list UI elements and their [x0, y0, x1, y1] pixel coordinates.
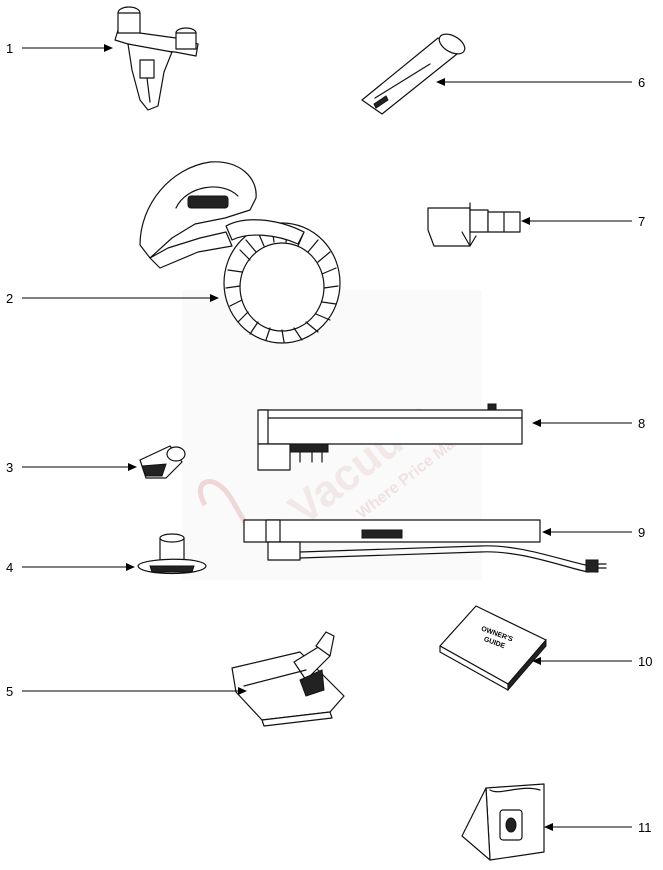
owners-guide-icon: OWNER'S GUIDE	[439, 605, 547, 692]
part-number-6: 6	[638, 75, 645, 90]
hose-with-handle-icon	[139, 161, 341, 344]
floor-nozzle-icon	[231, 631, 345, 727]
part-number-5: 5	[6, 684, 13, 699]
part-number-9: 9	[638, 525, 645, 540]
part-number-2: 2	[6, 291, 13, 306]
upholstery-tool-icon	[137, 533, 207, 575]
dusting-brush-icon	[139, 445, 186, 479]
wand-icon	[257, 403, 523, 471]
part-number-8: 8	[638, 416, 645, 431]
crevice-tool-icon	[361, 33, 466, 115]
electric-wand-icon	[243, 519, 607, 573]
caddy-icon	[114, 6, 199, 111]
part-number-3: 3	[6, 460, 13, 475]
part-number-4: 4	[6, 560, 13, 575]
part-number-11: 11	[638, 820, 652, 835]
dust-bag-icon	[461, 783, 545, 861]
part-number-10: 10	[638, 654, 652, 669]
adapter-icon	[427, 202, 521, 247]
part-number-7: 7	[638, 214, 645, 229]
part-number-1: 1	[6, 41, 13, 56]
